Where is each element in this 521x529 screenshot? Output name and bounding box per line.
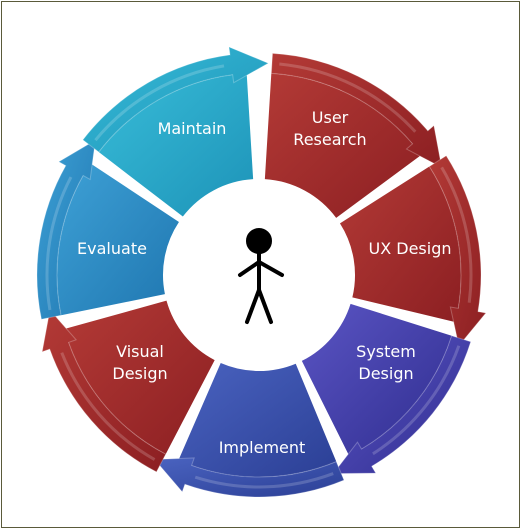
- segment-label-line: Evaluate: [77, 239, 147, 258]
- segment-arrow-band: [82, 46, 270, 153]
- segment-label-line: Maintain: [158, 119, 227, 138]
- segment-wedge: [64, 300, 215, 455]
- stick-figure-person-icon: [238, 228, 284, 324]
- cycle-segment-evaluate: [36, 139, 179, 320]
- cycle-segment-maintain: [82, 46, 270, 217]
- segment-label-line: User: [312, 108, 349, 127]
- segment-label-line: Research: [293, 130, 366, 149]
- segment-label-evaluate: Evaluate: [77, 239, 147, 258]
- cycle-segment-ux-design: [339, 155, 487, 347]
- segment-highlight: [60, 352, 156, 461]
- segment-label-line: UX Design: [369, 239, 452, 258]
- segment-wedge: [301, 303, 452, 456]
- segment-wedge: [339, 166, 461, 323]
- segment-wedge: [178, 363, 337, 477]
- cycle-segment-user-research: [264, 52, 443, 218]
- segment-label-line: Visual: [116, 342, 164, 361]
- segment-label-line: Design: [358, 364, 413, 383]
- segment-label-implement: Implement: [219, 438, 306, 457]
- segment-wedge: [98, 73, 254, 217]
- segment-arrow-band: [153, 457, 345, 498]
- cycle-segment-system-design: [301, 303, 472, 475]
- segment-highlight: [279, 62, 417, 133]
- segment-highlight: [372, 345, 461, 456]
- segment-label-maintain: Maintain: [158, 119, 227, 138]
- segment-label-line: System: [356, 342, 416, 361]
- segment-wedge: [264, 73, 422, 218]
- segment-highlight: [94, 64, 225, 142]
- segment-wedge: [56, 163, 179, 316]
- segment-highlight: [194, 472, 334, 489]
- segment-arrow-band: [270, 52, 443, 169]
- segment-label-line: Design: [112, 364, 167, 383]
- segment-label-ux-design: UX Design: [369, 239, 452, 258]
- segment-arrow-band: [36, 139, 97, 320]
- cycle-segment-visual-design: [41, 300, 215, 473]
- segment-arrow-band: [428, 155, 487, 347]
- segment-highlight: [440, 166, 473, 303]
- segment-label-line: Implement: [219, 438, 306, 457]
- segment-highlight: [45, 176, 73, 311]
- cycle-segment-implement: [153, 363, 345, 498]
- segment-arrow-band: [41, 308, 167, 473]
- segment-arrow-band: [332, 335, 472, 475]
